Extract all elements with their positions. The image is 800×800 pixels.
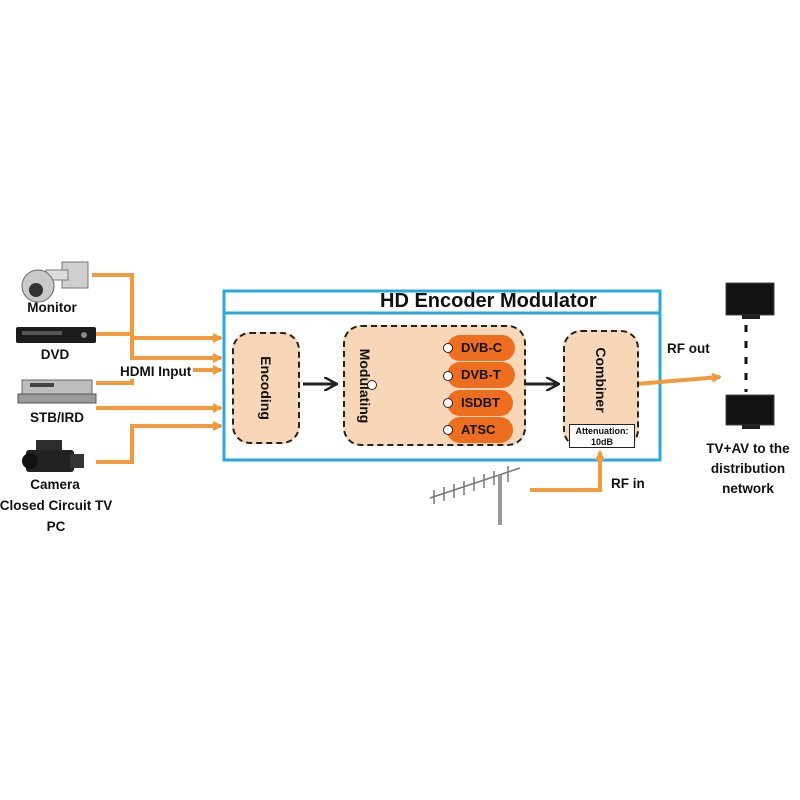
- rf-out-label: RF out: [667, 341, 710, 356]
- antenna-icon: [429, 466, 521, 525]
- rf-in-label: RF in: [611, 476, 645, 491]
- standard-dvb-c: DVB-C: [447, 335, 515, 361]
- pc-label: PC: [46, 519, 66, 534]
- output-line-3: network: [722, 481, 774, 496]
- rf-in-arrow: [530, 450, 605, 492]
- rf-out-arrow: [635, 372, 722, 386]
- dot-dvb-t: [443, 371, 453, 381]
- monitor-camera-icon: [21, 261, 89, 303]
- dot-dvb-c: [443, 343, 453, 353]
- output-line-1: TV+AV to the: [706, 441, 790, 456]
- attenuation-title: Attenuation:: [575, 426, 629, 436]
- attenuation-value: 10dB: [590, 437, 613, 447]
- dot-isdbt: [443, 398, 453, 408]
- standard-atsc: ATSC: [447, 417, 513, 443]
- standard-dvb-t: DVB-T: [447, 362, 515, 388]
- hdmi-input-label: HDMI Input: [118, 364, 194, 379]
- attenuation-box: Attenuation: 10dB: [569, 424, 635, 448]
- dot-atsc: [443, 425, 453, 435]
- selector-pivot-dot: [367, 380, 377, 390]
- monitor-label: Monitor: [27, 300, 77, 315]
- dvd-label: DVD: [40, 347, 70, 362]
- tv-top-icon: [725, 282, 775, 319]
- camera-label: Camera: [30, 477, 80, 492]
- stb-receiver-icon: [17, 379, 97, 404]
- output-line-2: distribution: [710, 461, 786, 476]
- encoding-block: Encoding: [232, 332, 300, 444]
- video-camera-icon: [22, 440, 84, 472]
- encoding-label: Encoding: [258, 356, 274, 420]
- standard-isdbt: ISDBT: [447, 390, 513, 416]
- cctv-label: Closed Circuit TV: [0, 498, 113, 513]
- tv-bottom-icon: [725, 394, 775, 429]
- diagram-title: HD Encoder Modulator: [380, 290, 597, 312]
- stb-label: STB/IRD: [30, 410, 84, 425]
- dvd-player-icon: [16, 327, 96, 343]
- encoder-frame: [222, 289, 662, 462]
- combiner-label: Combiner: [593, 347, 609, 413]
